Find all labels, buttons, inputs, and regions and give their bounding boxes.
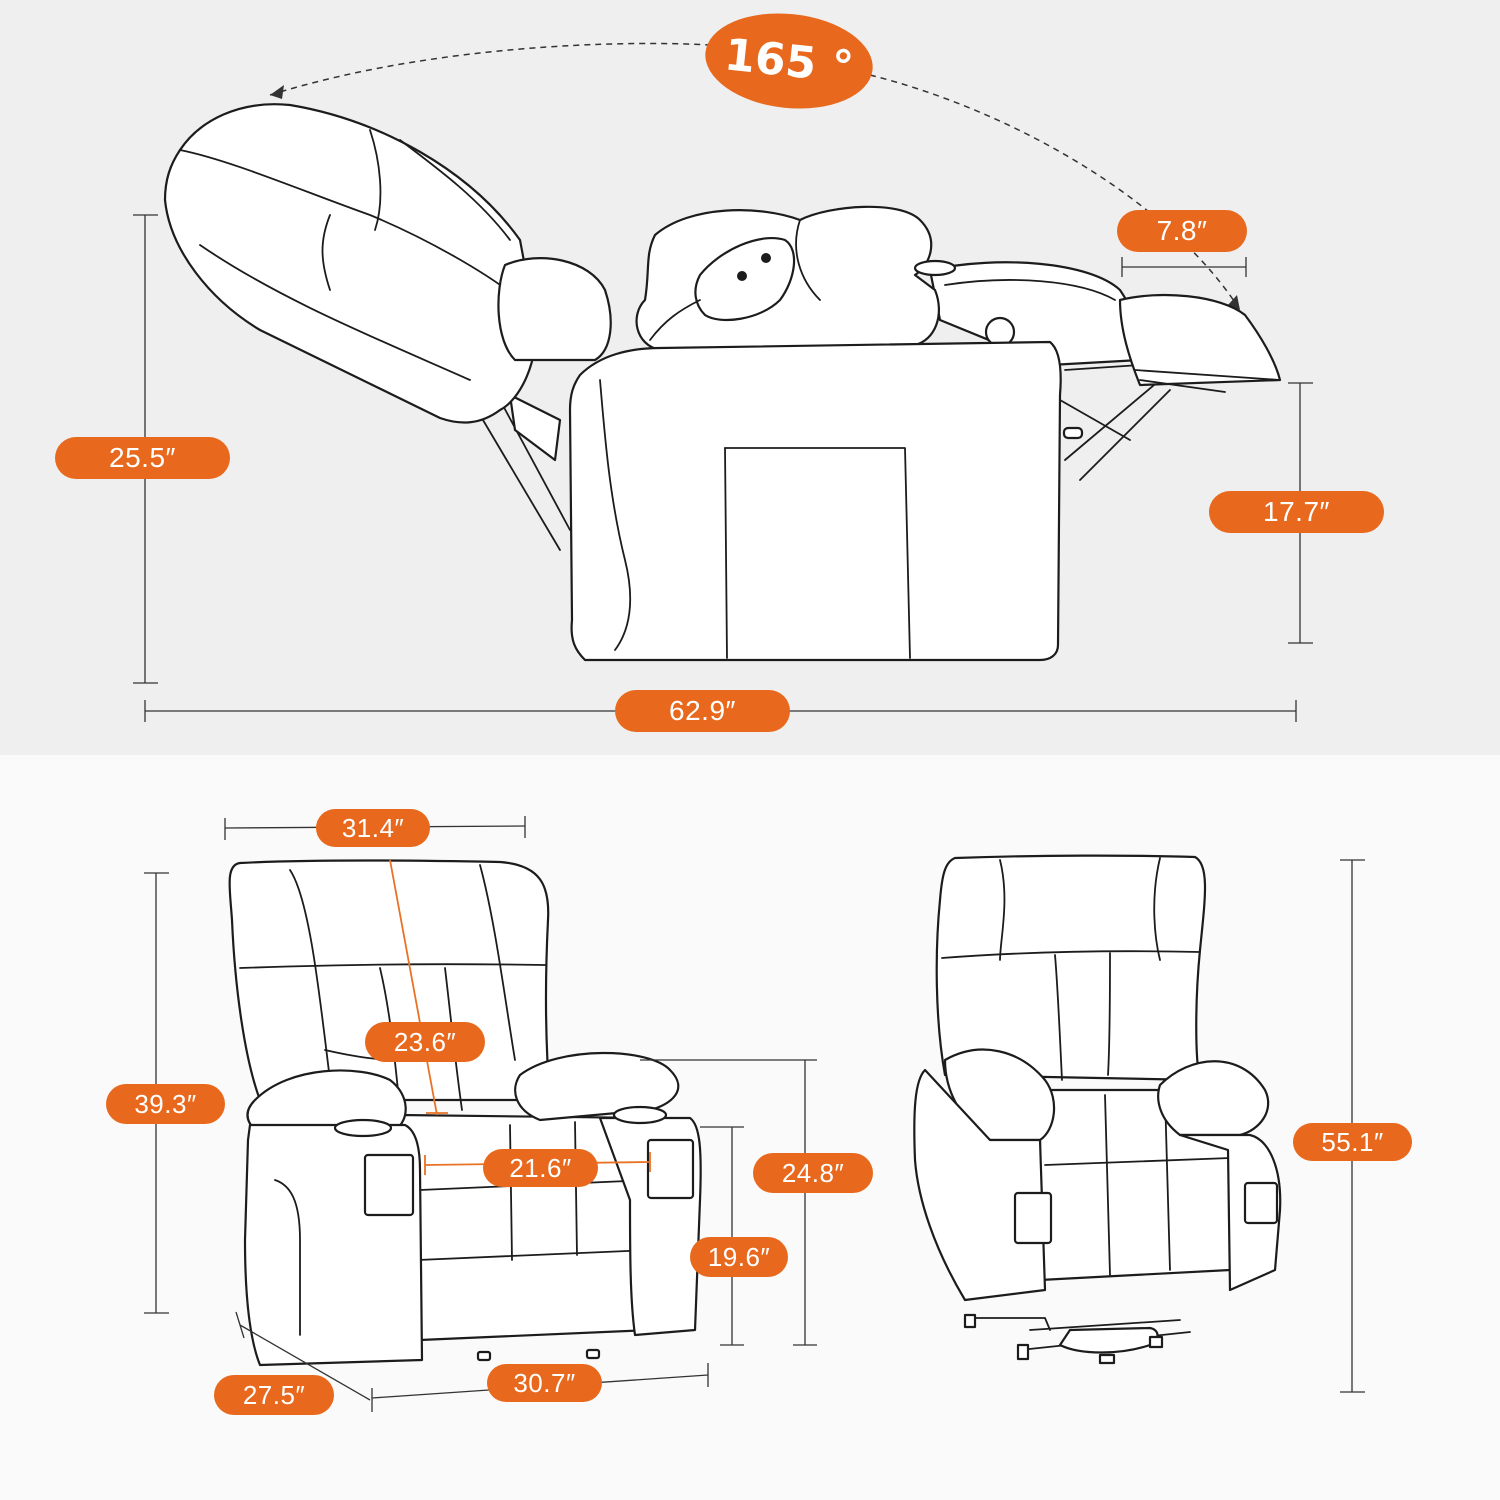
reclined-length-label: 62.9″ [615, 690, 790, 732]
depth-label: 27.5″ [214, 1375, 334, 1415]
reclined-backrest-height-label: 25.5″ [55, 437, 230, 479]
base-width-label: 30.7″ [487, 1364, 602, 1402]
front-view-chair-drawing [228, 859, 702, 1367]
armrest-height-label: 24.8″ [753, 1153, 873, 1193]
footrest-height-label: 17.7″ [1209, 491, 1384, 533]
lift-view-chair-drawing [913, 854, 1282, 1365]
backrest-height-label: 23.6″ [365, 1022, 485, 1062]
footrest-length-label: 7.8″ [1117, 210, 1247, 252]
reclined-chair-drawing [163, 42, 1282, 662]
overall-width-label: 31.4″ [316, 809, 430, 847]
lifted-height-label: 55.1″ [1293, 1123, 1412, 1161]
overall-height-label: 39.3″ [106, 1084, 225, 1124]
seat-height-label: 19.6″ [690, 1237, 788, 1277]
seat-width-label: 21.6″ [483, 1149, 598, 1187]
